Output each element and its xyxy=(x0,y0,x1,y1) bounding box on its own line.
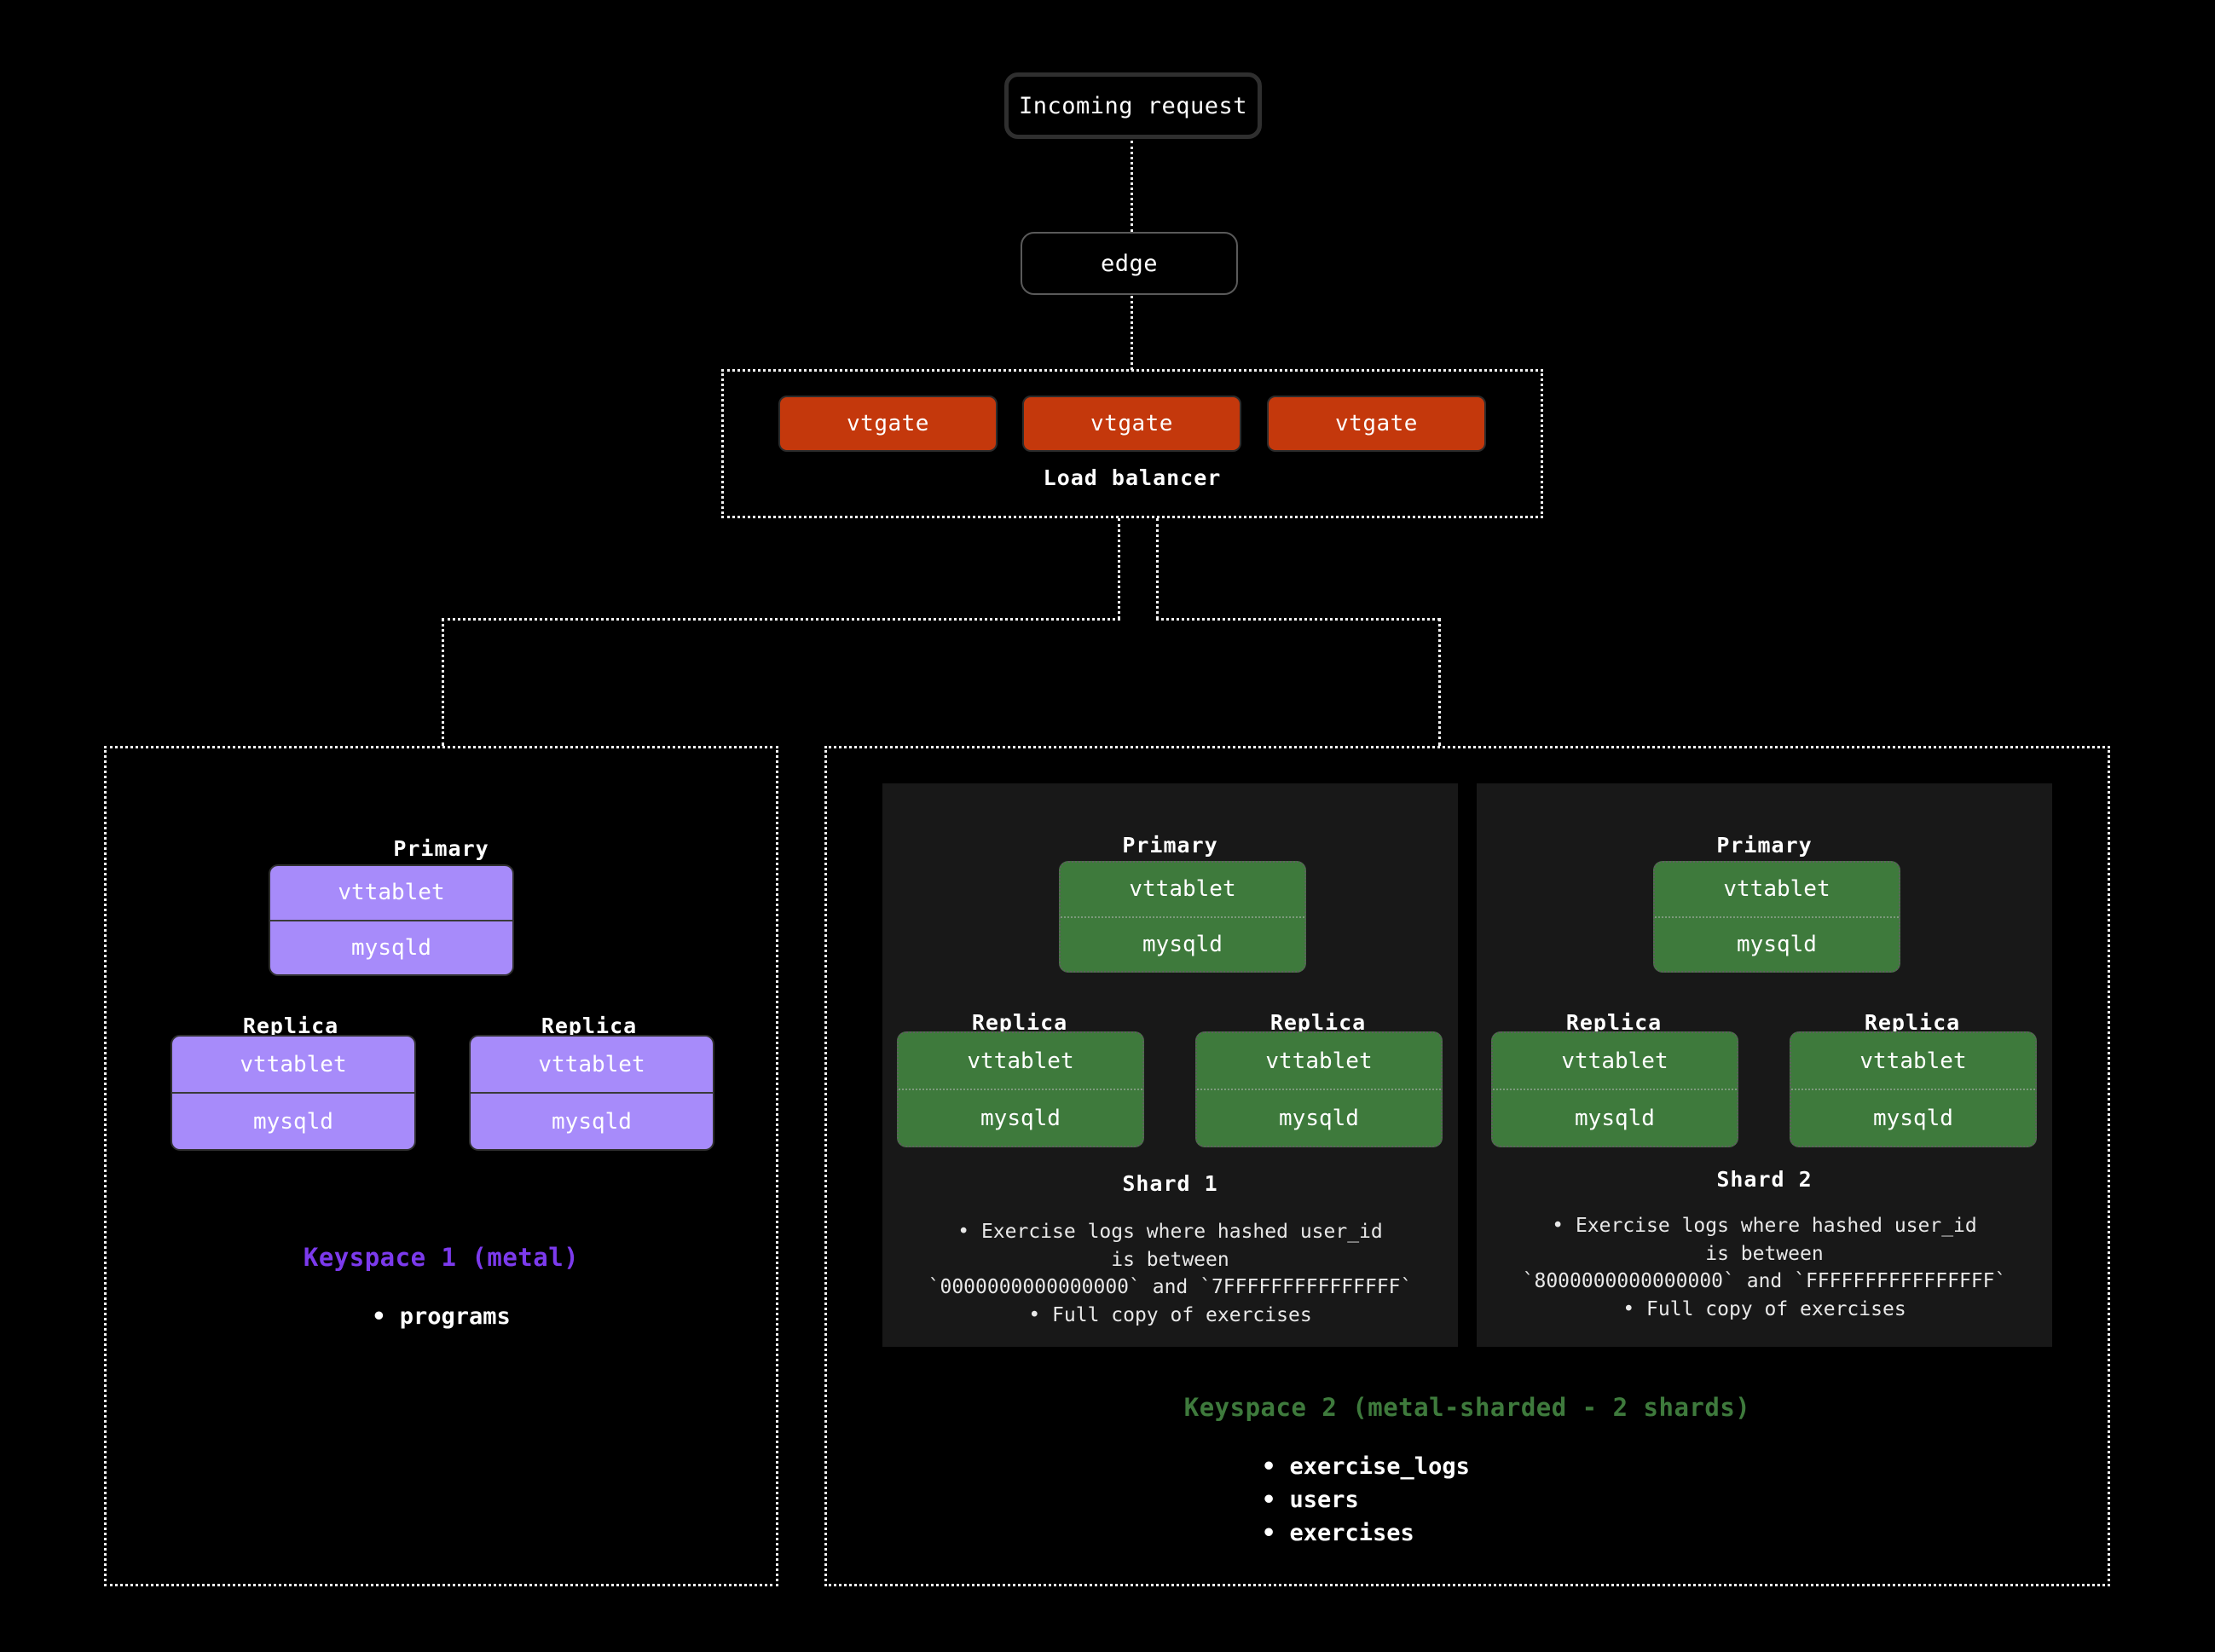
shard-2-panel: Primary vttablet mysqld Replica vttablet… xyxy=(1477,783,2052,1347)
keyspace-2-title: Keyspace 2 (metal-sharded - 2 shards) xyxy=(1183,1393,1751,1422)
vttablet-cell: vttablet xyxy=(1265,1048,1373,1074)
keyspace-2-table-list: • exercise_logs • users • exercises xyxy=(1262,1451,1671,1551)
shard-2-title: Shard 2 xyxy=(1716,1167,1813,1192)
keyspace-1-title: Keyspace 1 (metal) xyxy=(303,1243,580,1272)
shard-note-line: `0000000000000000` and `7FFFFFFFFFFFFFFF… xyxy=(928,1276,1413,1299)
keyspace-1-container: Primary vttablet mysqld Replica vttablet… xyxy=(104,746,778,1586)
shard1-replica-2-tablet[interactable]: vttablet mysqld xyxy=(1195,1031,1443,1147)
connector-to-keyspace2 xyxy=(1438,618,1441,746)
vtgate-node-1[interactable]: vtgate xyxy=(778,396,998,452)
vttablet-cell: vttablet xyxy=(338,880,445,906)
shard1-replica-1-tablet[interactable]: vttablet mysqld xyxy=(897,1031,1144,1147)
keyspace1-primary-label: Primary xyxy=(393,836,489,861)
vttablet-cell: vttablet xyxy=(240,1051,347,1077)
vttablet-cell: vttablet xyxy=(1561,1048,1668,1074)
mysqld-cell: mysqld xyxy=(1655,916,1899,972)
vttablet-cell: vttablet xyxy=(1859,1048,1967,1074)
list-item: • users xyxy=(1262,1486,1359,1513)
mysqld-cell: mysqld xyxy=(471,1092,713,1149)
shard-note-line: is between xyxy=(1111,1248,1229,1271)
mysqld-cell: mysqld xyxy=(1791,1089,2035,1146)
shard1-replica-1-label: Replica xyxy=(971,1010,1068,1035)
keyspace1-replica-2-label: Replica xyxy=(541,1014,638,1038)
incoming-request-node: Incoming request xyxy=(1004,72,1262,139)
shard-2-notes: • Exercise logs where hashed user_id is … xyxy=(1477,1212,2052,1324)
shard1-replica-2-label: Replica xyxy=(1269,1010,1367,1035)
vttablet-cell: vttablet xyxy=(1723,876,1830,903)
mysqld-cell: mysqld xyxy=(172,1092,414,1149)
vtgate-node-3[interactable]: vtgate xyxy=(1267,396,1486,452)
shard-note-line: is between xyxy=(1705,1242,1824,1265)
keyspace-1-table-list: • programs xyxy=(107,1301,776,1334)
shard-1-title: Shard 1 xyxy=(1122,1171,1218,1196)
vttablet-cell: vttablet xyxy=(967,1048,1074,1074)
shard2-primary-tablet[interactable]: vttablet mysqld xyxy=(1653,861,1900,973)
connector-to-keyspace1 xyxy=(442,618,444,746)
shard-1-panel: Primary vttablet mysqld Replica vttablet… xyxy=(882,783,1458,1347)
shard-note-line: • Full copy of exercises xyxy=(1622,1297,1906,1320)
shard-note-line: • Exercise logs where hashed user_id xyxy=(957,1221,1383,1243)
keyspace1-replica-1-tablet[interactable]: vttablet mysqld xyxy=(171,1035,416,1151)
mysqld-cell: mysqld xyxy=(899,1089,1142,1146)
shard2-primary-label: Primary xyxy=(1716,833,1813,858)
shard1-primary-label: Primary xyxy=(1122,833,1218,858)
vttablet-cell: vttablet xyxy=(1129,876,1236,903)
keyspace1-primary-tablet[interactable]: vttablet mysqld xyxy=(269,864,514,976)
mysqld-cell: mysqld xyxy=(270,919,512,975)
shard2-replica-1-tablet[interactable]: vttablet mysqld xyxy=(1491,1031,1738,1147)
list-item: • exercise_logs xyxy=(1262,1453,1470,1480)
connector-edge-to-load-balancer xyxy=(1131,296,1133,370)
shard1-primary-tablet[interactable]: vttablet mysqld xyxy=(1059,861,1306,973)
mysqld-cell: mysqld xyxy=(1493,1089,1737,1146)
shard2-replica-2-tablet[interactable]: vttablet mysqld xyxy=(1790,1031,2037,1147)
keyspace-2-container xyxy=(824,746,2110,1586)
shard2-replica-2-label: Replica xyxy=(1864,1010,1961,1035)
connector-incoming-to-edge xyxy=(1131,141,1133,232)
shard2-replica-1-label: Replica xyxy=(1565,1010,1663,1035)
edge-node: edge xyxy=(1021,232,1238,295)
keyspace1-replica-2-tablet[interactable]: vttablet mysqld xyxy=(469,1035,714,1151)
connector-lb-down-left xyxy=(1118,518,1120,619)
shard-note-line: `8000000000000000` and `FFFFFFFFFFFFFFFF… xyxy=(1522,1270,2007,1293)
load-balancer-group: vtgate vtgate vtgate Load balancer xyxy=(721,369,1543,518)
list-item: • exercises xyxy=(1262,1519,1414,1546)
keyspace1-replica-1-label: Replica xyxy=(242,1014,339,1038)
load-balancer-label: Load balancer xyxy=(1043,465,1222,490)
vttablet-cell: vttablet xyxy=(538,1051,645,1077)
mysqld-cell: mysqld xyxy=(1197,1089,1441,1146)
connector-lb-down-right xyxy=(1156,518,1159,619)
connector-split-left xyxy=(442,618,1120,621)
mysqld-cell: mysqld xyxy=(1061,916,1304,972)
connector-split-right xyxy=(1156,618,1440,621)
shard-1-notes: • Exercise logs where hashed user_id is … xyxy=(882,1218,1458,1330)
vtgate-node-2[interactable]: vtgate xyxy=(1022,396,1241,452)
list-item: • programs xyxy=(372,1303,511,1330)
shard-note-line: • Exercise logs where hashed user_id xyxy=(1552,1215,1977,1237)
shard-note-line: • Full copy of exercises xyxy=(1028,1303,1312,1326)
